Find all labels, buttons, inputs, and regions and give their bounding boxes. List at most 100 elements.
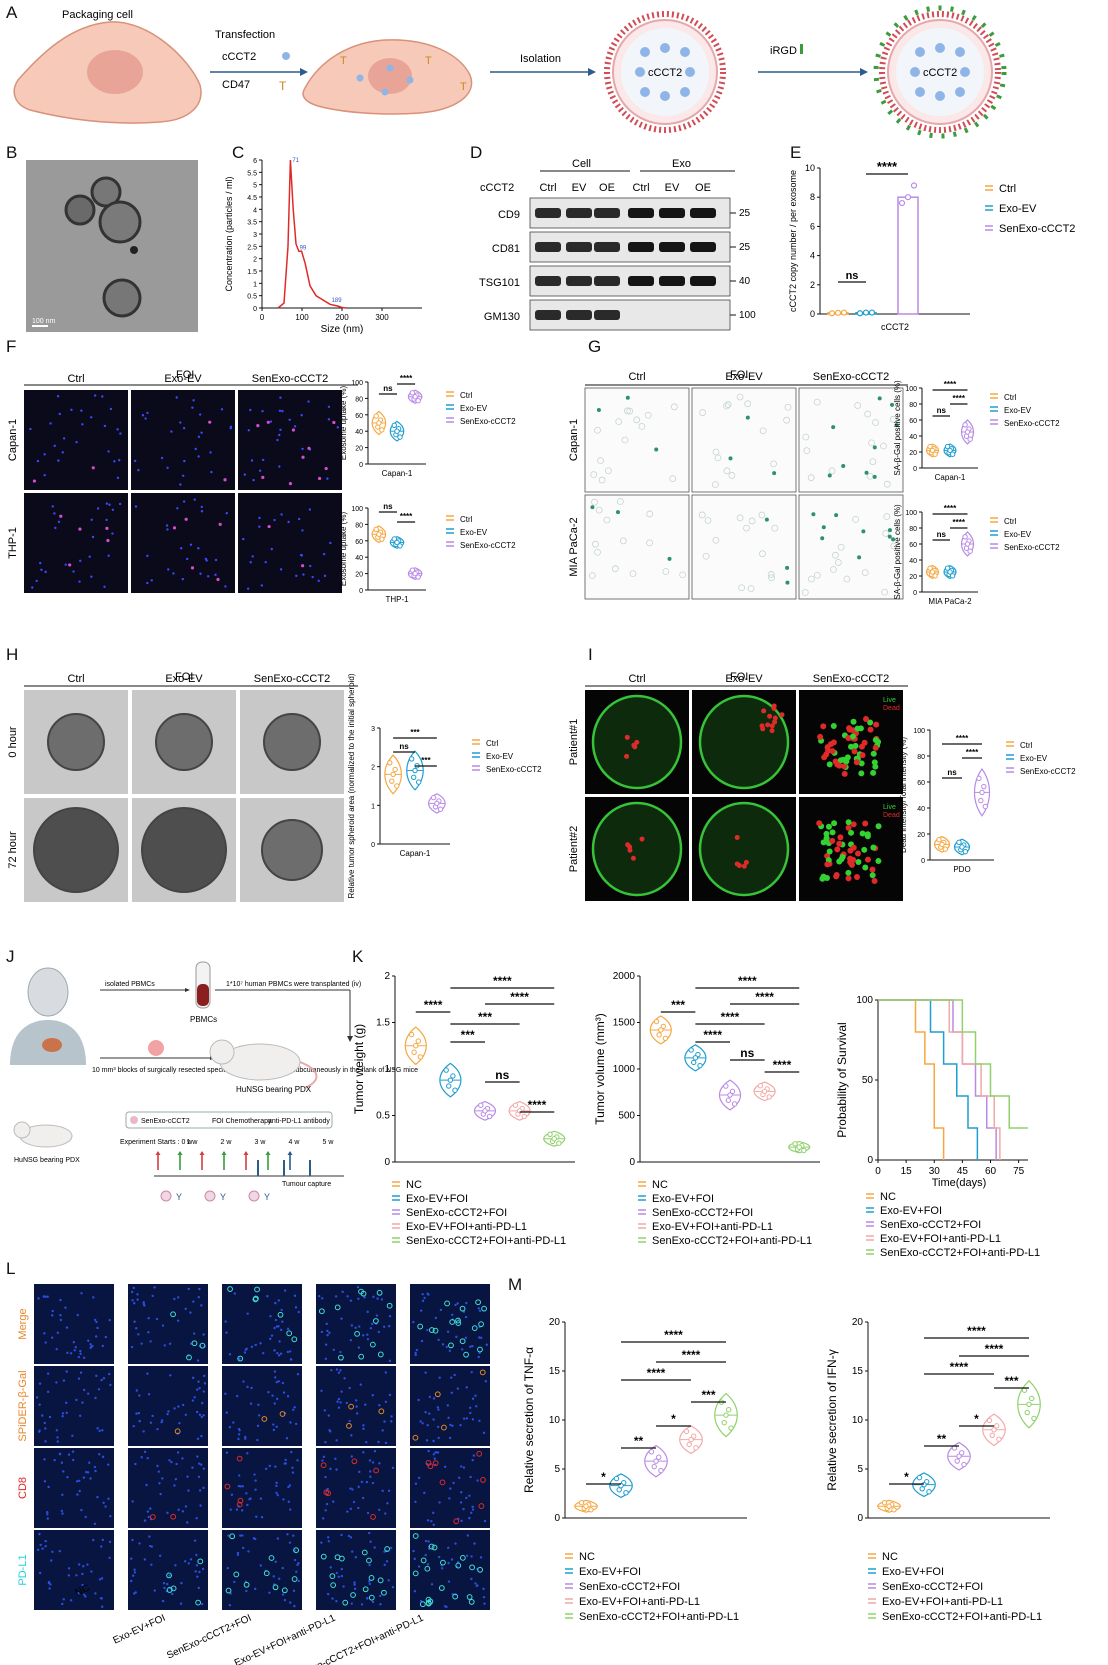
data-point [956, 839, 962, 846]
violin [406, 750, 424, 791]
data-point [1021, 1387, 1028, 1393]
violin [953, 838, 971, 856]
y-axis-label: Tumor volume (mm³) [593, 1013, 607, 1125]
data-point [660, 1023, 666, 1030]
legend-swatch [638, 1223, 646, 1229]
legend-swatch [990, 530, 998, 536]
column-label: SenExo-cCCT2 [813, 371, 889, 383]
y-tick-label: 80 [355, 522, 363, 529]
data-point [387, 760, 393, 766]
data-point [389, 778, 395, 784]
significance-label: ** [634, 1434, 644, 1448]
group-label: Exo [672, 158, 691, 170]
column-label: Ctrl [67, 673, 84, 685]
data-point [856, 310, 864, 317]
section-title: FOI [730, 671, 748, 683]
data-point [725, 1097, 732, 1103]
y-tick-label: 0 [857, 1513, 863, 1524]
data-point [692, 1055, 699, 1061]
significance-label: ** [937, 1432, 947, 1446]
violin [1017, 1379, 1041, 1429]
data-point [979, 789, 985, 796]
legend-label: Exo-EV+FOI+anti-PD-L1 [880, 1233, 1001, 1245]
data-point [904, 194, 912, 201]
week-label: 3 w [255, 1139, 267, 1146]
significance-label: **** [703, 1028, 722, 1042]
data-point [653, 1458, 659, 1464]
y-tick-label: 5.5 [247, 170, 257, 177]
y-tick-label: 1.5 [376, 1018, 390, 1029]
data-point [373, 526, 379, 533]
blot-band [566, 276, 592, 286]
data-point [578, 1500, 585, 1506]
protein-label: TSG101 [479, 277, 520, 289]
violin [753, 1081, 776, 1102]
x-tick-label: 300 [375, 313, 389, 322]
data-point [1029, 1395, 1035, 1402]
x-tick-label: 15 [901, 1166, 913, 1177]
legend-label: NC [882, 1551, 898, 1563]
legend-label: Ctrl [999, 183, 1016, 195]
legend-label: SenExo-cCCT2+FOI [579, 1581, 680, 1593]
y-axis-label: cCCT2 copy number / per exosome [788, 170, 798, 312]
y-tick-label: 50 [862, 1075, 874, 1086]
x-axis-label: PDO [953, 865, 970, 874]
data-point [989, 1432, 995, 1438]
legend-label: Exo-EV+FOI [882, 1566, 944, 1578]
blot-band [659, 242, 685, 252]
data-point [840, 309, 848, 316]
data-point [986, 1417, 993, 1424]
data-point [976, 775, 982, 782]
blot-band [566, 310, 592, 320]
data-point [947, 569, 953, 575]
legend-swatch [990, 517, 998, 523]
y-tick-label: 60 [909, 542, 917, 549]
blot-band [566, 208, 592, 218]
y-tick-label: 6 [810, 221, 815, 231]
y-tick-label: 10 [549, 1415, 561, 1426]
y-tick-label: 20 [909, 574, 917, 581]
legend-label: SenExo-cCCT2 [486, 765, 542, 774]
if-image [222, 1284, 302, 1364]
column-label: Ctrl [628, 371, 645, 383]
legend-swatch [866, 1221, 874, 1227]
data-point [653, 1018, 660, 1025]
significance-label: **** [528, 1098, 547, 1112]
data-point [723, 1083, 729, 1089]
irgd-icon [800, 44, 803, 54]
significance-label: **** [966, 748, 979, 757]
week-label: 2 w [221, 1139, 233, 1146]
significance-label: **** [647, 1366, 666, 1380]
section-title: FOI [730, 369, 748, 381]
week-label: 1 w [187, 1139, 199, 1146]
legend-label: Exo-EV+FOI [652, 1193, 714, 1205]
violin [473, 1100, 497, 1121]
lane-label: OE [695, 182, 711, 194]
data-point [929, 569, 936, 575]
y-tick-label: 10 [805, 163, 815, 173]
significance-label: **** [738, 974, 757, 988]
data-point [583, 1503, 589, 1509]
data-point [417, 1054, 424, 1060]
data-point [962, 422, 968, 428]
legend-swatch [392, 1181, 400, 1187]
antibody-icon: Y [176, 1192, 182, 1202]
protein-label: CD9 [498, 209, 520, 221]
data-point [397, 543, 403, 549]
staining-image [584, 494, 690, 600]
legend-label: Exo-EV+FOI+anti-PD-L1 [406, 1221, 527, 1233]
legend-swatch [866, 1207, 874, 1213]
y-tick-label: 8 [810, 192, 815, 202]
if-image [128, 1366, 208, 1446]
significance-label: *** [421, 756, 431, 765]
violin [947, 1441, 971, 1471]
data-point [964, 429, 971, 435]
packaging-cell-label: Packaging cell [62, 9, 133, 21]
blot-band [535, 276, 561, 286]
significance-label: **** [510, 990, 529, 1004]
x-tick-label: 60 [985, 1166, 997, 1177]
data-point [651, 1463, 657, 1470]
